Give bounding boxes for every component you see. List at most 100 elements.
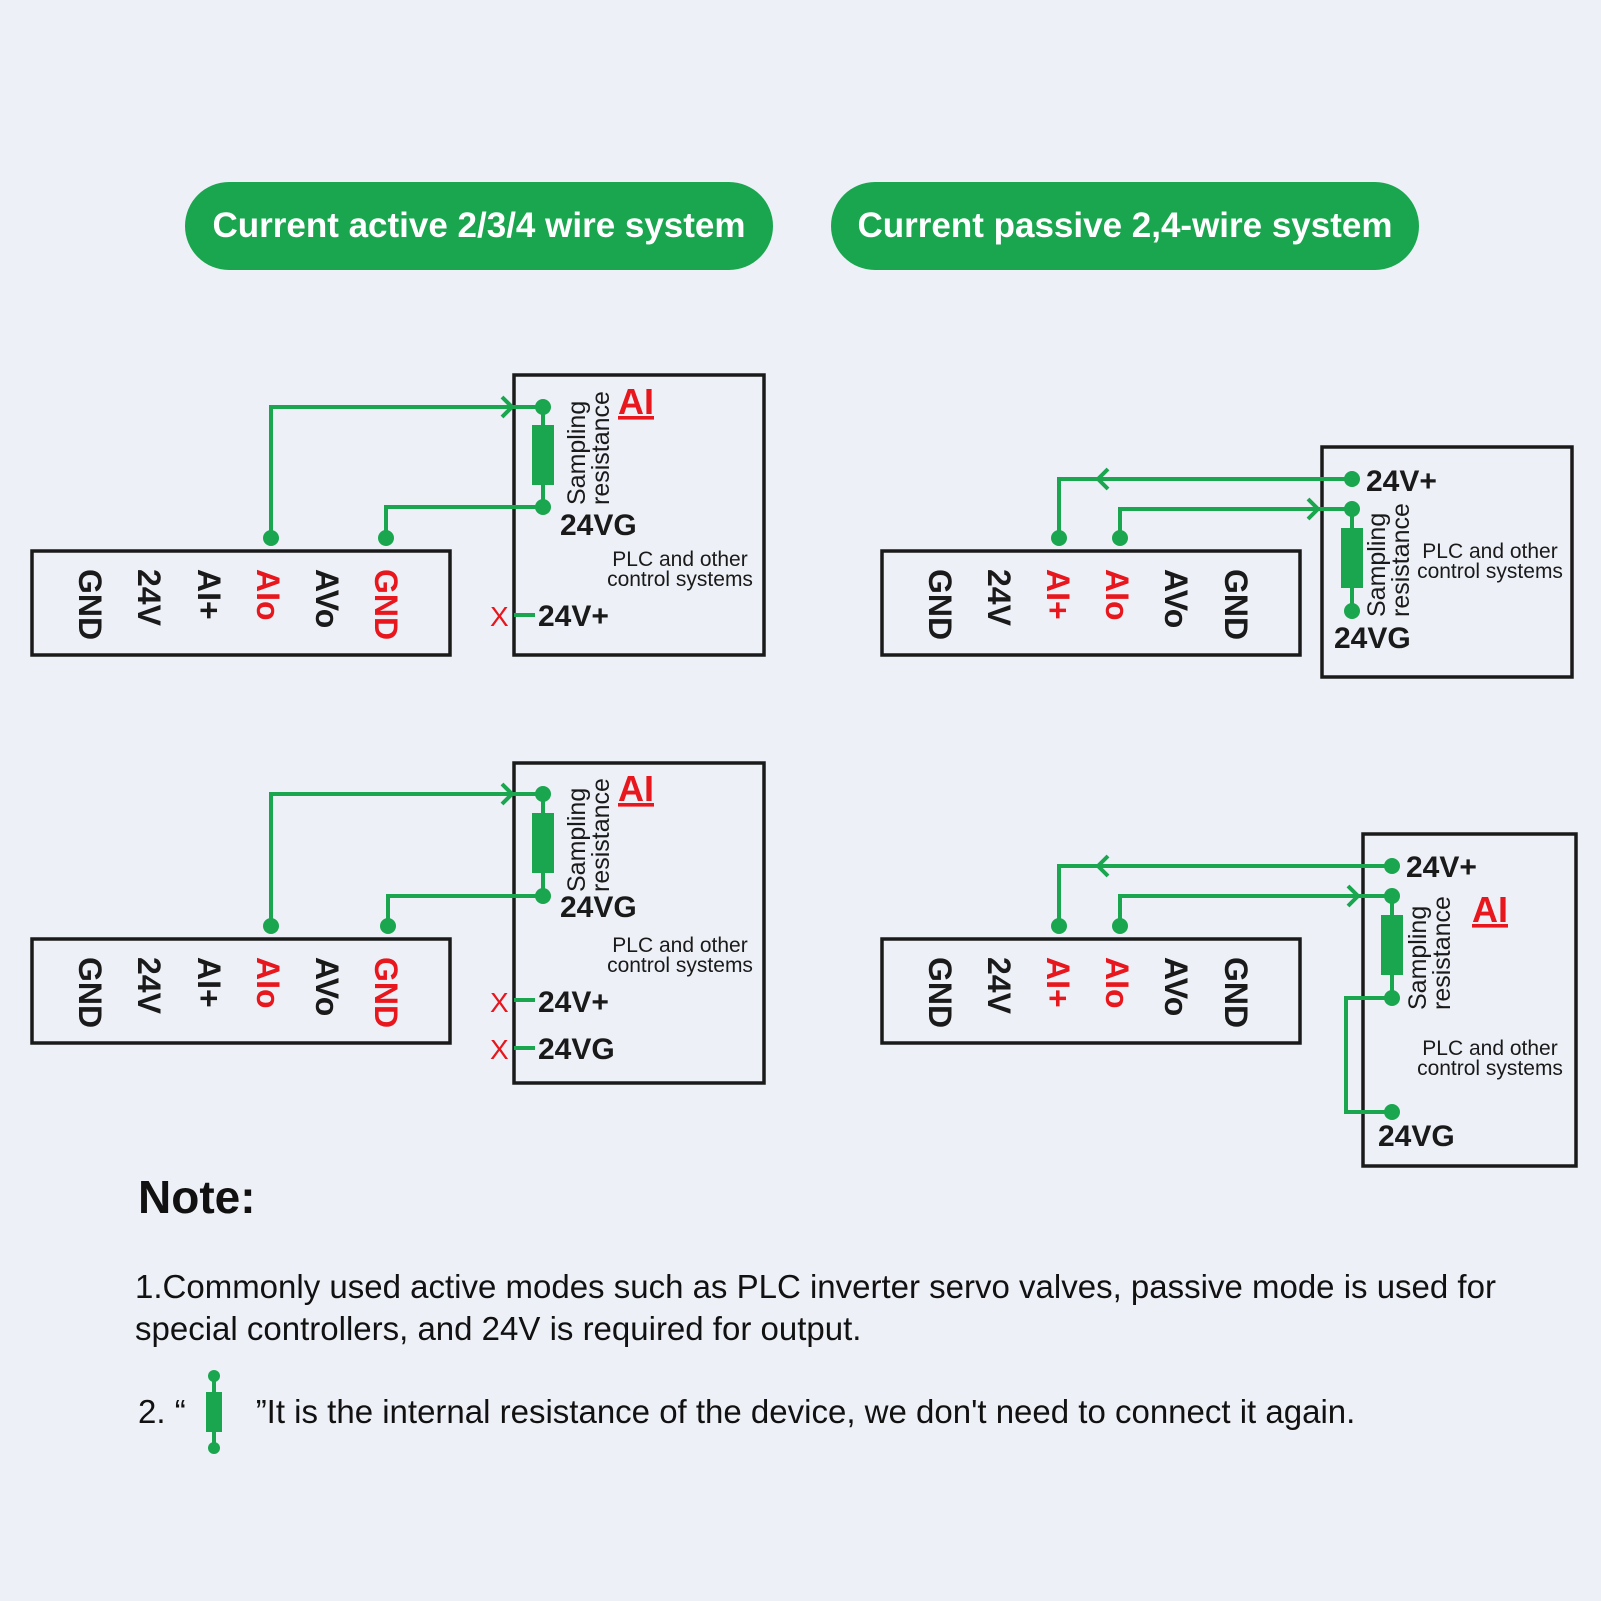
sampling-label: Sampling [1404,906,1432,1010]
sampling-label: Sampling [563,788,591,892]
arrow-icon [1306,497,1321,521]
resistance-label: resistance [1428,896,1456,1010]
24vg-label: 24VG [1334,622,1411,655]
ai-label: AI [618,381,654,422]
plc-label-line2: control systems [1417,1057,1563,1080]
active-top-diagram: GND 24V AI+ AIo AVo GND Sampling resista… [30,373,766,657]
device-terminal-block [880,937,1302,1045]
ai-label: AI [1472,889,1508,930]
note-line-2-prefix: 2. “ [138,1393,186,1430]
terminal-aio: AIo [250,569,286,621]
terminal-gnd: GND [922,957,958,1028]
plc-box [512,761,766,1085]
arrow-icon [1346,884,1361,908]
x-mark: X [490,987,509,1018]
resistance-label: resistance [587,778,615,892]
passive-system-header: Current passive 2,4-wire system [831,182,1419,270]
sampling-resistor-icon [532,786,554,904]
terminal-24v: 24V [981,957,1017,1015]
terminal-gnd: GND [922,569,958,640]
24v-plus-label: 24V+ [1406,851,1477,884]
plc-label-line2: control systems [607,954,753,977]
wire-resistor-to-24vg [1344,996,1392,1114]
plc-label-line2: control systems [607,568,753,591]
device-terminal-block [30,937,452,1045]
terminal-dot [1112,530,1128,546]
x-mark: X [490,1034,509,1065]
resistance-label: resistance [1387,503,1415,617]
terminal-aio: AIo [1099,957,1135,1009]
note-line-2: 2. “ ”It is the internal resistance of t… [138,1370,1356,1454]
terminal-labels: GND 24V AI+ AIo AVo GND [72,957,404,1028]
terminal-avo: AVo [309,957,345,1016]
24v-plus-label: 24V+ [538,600,609,633]
arrow-icon [1095,854,1110,878]
plc-box [1320,445,1574,679]
terminal-avo: AVo [309,569,345,628]
terminal-gnd-2: GND [368,957,404,1028]
wire-aio-to-ai [269,405,543,538]
terminal-ai-plus: AI+ [1040,957,1076,1008]
wire-aio-to-resistor [1118,507,1352,538]
arrow-icon [1095,467,1110,491]
terminal-gnd-2: GND [1218,957,1254,1028]
sampling-resistor-icon [532,399,554,515]
24v-plus-label: 24V+ [1366,465,1437,498]
active-bottom-diagram: GND 24V AI+ AIo AVo GND Sampling resista… [30,761,766,1085]
terminal-24v: 24V [131,957,167,1015]
terminal-dot [1051,530,1067,546]
plc-box [512,373,766,657]
plc-label-line2: control systems [1417,560,1563,583]
terminal-avo: AVo [1158,569,1194,628]
resistance-label: resistance [587,391,615,505]
device-terminal-block [880,549,1302,657]
wire-24v-to-ai-plus [1057,477,1352,538]
terminal-ai-plus: AI+ [191,569,227,620]
active-system-header: Current active 2/3/4 wire system [185,182,773,270]
sampling-resistor-icon [1381,888,1403,1006]
sampling-label: Sampling [563,401,591,505]
note-line-1: 1.Commonly used active modes such as PLC… [135,1268,1496,1347]
plc-label-line1: PLC and other [612,548,747,571]
terminal-aio: AIo [1099,569,1135,621]
terminal-dot [263,530,279,546]
terminal-dot [1344,471,1360,487]
terminal-aio: AIo [250,957,286,1009]
terminal-24v: 24V [981,569,1017,627]
passive-bottom-diagram: GND 24V AI+ AIo AVo GND 24V+ Sampling re… [880,832,1578,1168]
24v-plus-label: 24V+ [538,986,609,1019]
terminal-labels: GND 24V AI+ AIo AVo GND [922,957,1254,1028]
ai-label: AI [618,768,654,809]
terminal-labels: GND 24V AI+ AIo AVo GND [72,569,404,640]
sampling-resistor-icon [1341,501,1363,619]
terminal-gnd-2: GND [368,569,404,640]
terminal-dot [1051,918,1067,934]
wire-24v-to-ai-plus [1057,864,1392,926]
terminal-avo: AVo [1158,957,1194,1016]
terminal-dot [380,918,396,934]
terminal-ai-plus: AI+ [1040,569,1076,620]
plc-label-line1: PLC and other [612,934,747,957]
arrow-icon [500,395,515,419]
24vg-label-2: 24VG [538,1033,615,1066]
plc-label-line1: PLC and other [1422,540,1557,563]
terminal-dot [1112,918,1128,934]
wire-gnd-to-24vg [384,505,543,538]
resistor-icon [205,1370,222,1454]
arrow-icon [500,782,515,806]
wire-aio-to-ai [269,792,543,926]
terminal-ai-plus: AI+ [191,957,227,1008]
terminal-gnd: GND [72,569,108,640]
24vg-label: 24VG [1378,1120,1455,1153]
24vg-label: 24VG [560,891,637,924]
terminal-24v: 24V [131,569,167,627]
note-line-2-suffix: ”It is the internal resistance of the de… [255,1393,1356,1430]
24vg-label: 24VG [560,509,637,542]
passive-top-diagram: GND 24V AI+ AIo AVo GND 24V+ Sampling re… [880,445,1574,679]
sampling-label: Sampling [1363,513,1391,617]
wire-gnd-to-24vg [386,894,543,926]
note-title: Note: [138,1171,256,1223]
terminal-dot [263,918,279,934]
wire-aio-to-resistor [1118,894,1392,926]
